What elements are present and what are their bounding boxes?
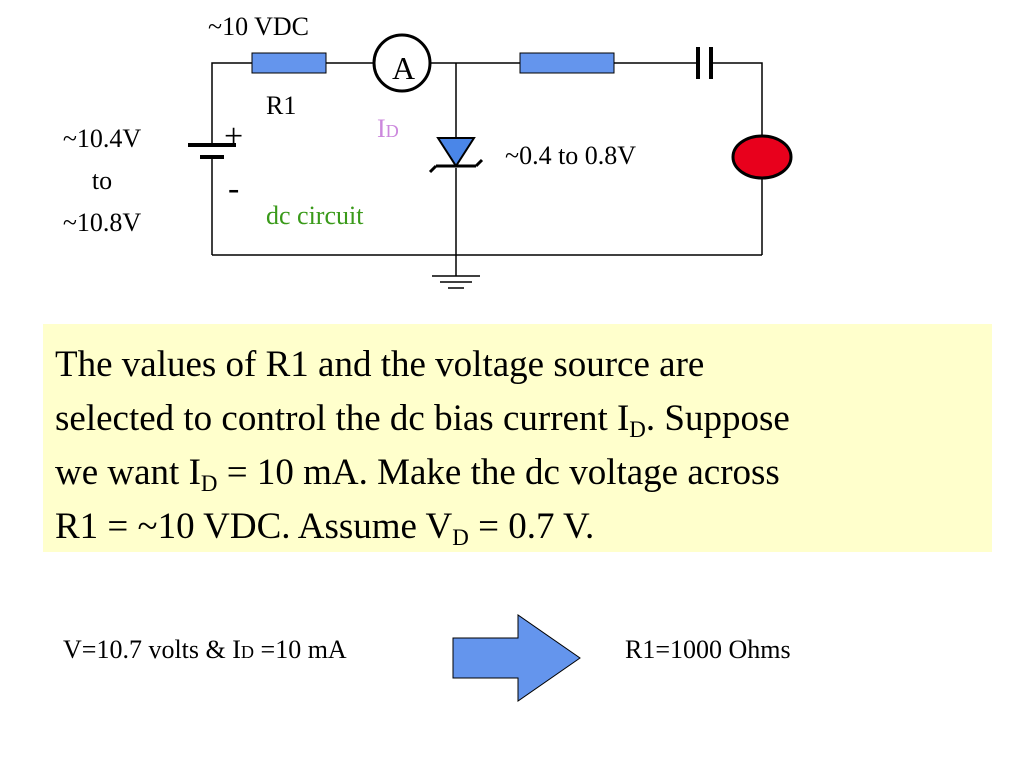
resistor-r1 (251, 52, 327, 74)
circuit-wires (211, 62, 763, 276)
result-input-label: V=10.7 volts & ID =10 mA (63, 637, 347, 663)
description-box: The values of R1 and the voltage source … (43, 324, 992, 552)
result-input-sub: D (240, 642, 255, 662)
diode-current-sub: D (385, 121, 399, 141)
resistor-r2 (519, 52, 615, 74)
supply-voltage-label: ~10 VDC (208, 12, 309, 41)
result-input-post: =10 mA (254, 635, 347, 664)
circuit-diagram (188, 33, 793, 289)
diode-current-main: I (377, 114, 386, 143)
description-line-4-pre: R1 = ~10 VDC. Assume V (55, 506, 453, 547)
source-voltage-range: ~10.4V to ~10.8V (44, 118, 160, 244)
description-line-4: R1 = ~10 VDC. Assume VD = 0.7 V. (55, 500, 980, 554)
capacitor-symbol (696, 47, 713, 79)
source-voltage-min: ~10.4V (62, 124, 142, 153)
description-line-3-sub: D (200, 470, 218, 496)
right-arrow-shape (452, 614, 581, 702)
battery-plus-sign: + (224, 118, 244, 155)
description-line-3-post: = 10 mA. Make the dc voltage across (217, 452, 780, 493)
dc-circuit-label: dc circuit (266, 201, 364, 230)
battery-symbol (188, 143, 236, 159)
result-input-pre: V=10.7 volts & I (63, 635, 241, 664)
battery-minus-sign: - (228, 170, 240, 207)
description-line-2-pre: selected to control the dc bias current … (55, 398, 630, 439)
description-line-2-sub: D (629, 416, 646, 442)
diode-bar-hook-right (474, 158, 484, 168)
description-line-1: The values of R1 and the voltage source … (55, 338, 980, 392)
resistor-r1-label: R1 (266, 91, 297, 120)
diode-symbol (428, 137, 484, 174)
description-line-3: we want ID = 10 mA. Make the dc voltage … (55, 446, 980, 500)
source-voltage-max: ~10.8V (62, 208, 142, 237)
ground-symbol (432, 275, 480, 289)
wire-capacitor-lamp (712, 62, 763, 136)
result-output-label: R1=1000 Ohms (625, 635, 791, 664)
diode-current-label: ID (377, 116, 399, 142)
diode-bar-hook-left (428, 164, 438, 174)
lamp-symbol (731, 134, 793, 180)
source-voltage-to: to (91, 166, 113, 195)
ammeter-symbol (372, 33, 432, 93)
description-line-4-post: = 0.7 V. (468, 506, 595, 547)
diode-voltage-label: ~0.4 to 0.8V (505, 141, 637, 170)
left-wire (211, 62, 252, 143)
description-line-2: selected to control the dc bias current … (55, 392, 980, 446)
description-line-2-post: . Suppose (645, 398, 790, 439)
description-line-3-pre: we want I (55, 452, 201, 493)
description-text: The values of R1 and the voltage source … (55, 338, 980, 554)
description-line-1-text: The values of R1 and the voltage source … (55, 344, 705, 385)
diode-triangle (436, 137, 476, 168)
description-line-4-sub: D (452, 524, 469, 550)
right-arrow-icon (452, 614, 581, 702)
ammeter-letter: A (392, 50, 416, 86)
